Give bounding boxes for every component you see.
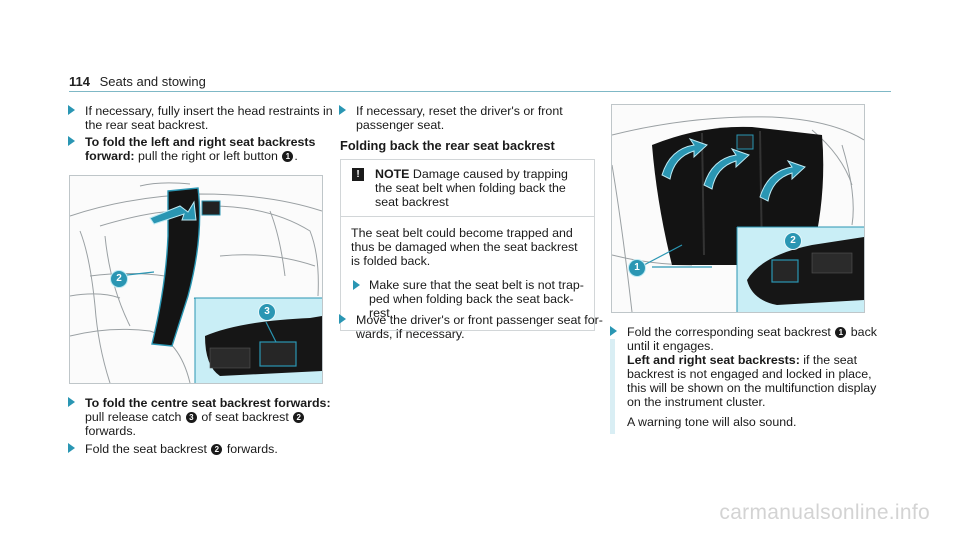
- step-arrow-icon: [68, 443, 75, 453]
- callout-1: 1: [835, 327, 847, 338]
- note-body: The seat belt could become trapped and t…: [341, 217, 594, 330]
- step-arrow-icon: [353, 280, 360, 290]
- callout-2: 2: [211, 444, 223, 455]
- running-header: 114 Seats and stowing: [69, 74, 206, 89]
- figure-rear-seat-centre-backrest: 2 3: [69, 175, 323, 384]
- seat-illustration: [612, 105, 864, 312]
- warning-icon: !: [352, 168, 364, 181]
- note-label: NOTE: [375, 167, 410, 181]
- step-fold-centre: To fold the centre seat backrest for­war…: [68, 396, 335, 438]
- step-arrow-icon: [610, 326, 617, 336]
- step-reset-seat: If necessary, reset the driver's or fron…: [339, 104, 606, 132]
- note-box: ! NOTE Damage caused by trapping the sea…: [340, 159, 595, 331]
- warning-tone-text: A warning tone will also sound.: [627, 415, 797, 429]
- step-heading: To fold the centre seat backrest for­war…: [85, 396, 331, 410]
- step-heading: To fold the left and right seat backrest…: [85, 135, 316, 163]
- note-header: ! NOTE Damage caused by trapping the sea…: [341, 160, 594, 217]
- header-rule: [69, 91, 891, 92]
- callout-2: 2: [293, 412, 305, 423]
- figure-rear-seat-fold-back: 1 2: [611, 104, 865, 313]
- step-move-seat-forward: Move the driver's or front passenger sea…: [339, 313, 606, 341]
- note-title: Damage caused by trapping the seat belt …: [375, 167, 568, 209]
- step-fold-back-backrest: Fold the corresponding seat backrest 1 b…: [610, 325, 879, 434]
- step-insert-head-restraints: If necessary, fully insert the head rest…: [68, 104, 335, 132]
- step-arrow-icon: [68, 105, 75, 115]
- callout-1: 1: [628, 259, 646, 277]
- note-step: Make sure that the seat belt is not trap…: [351, 278, 586, 320]
- step-arrow-icon: [339, 314, 346, 324]
- seat-illustration: [70, 176, 322, 383]
- watermark: carmanualsonline.info: [719, 501, 930, 524]
- step-fold-backrest: Fold the seat backrest 2 forwards.: [68, 442, 335, 456]
- section-title: Folding back the rear seat backrest: [340, 138, 555, 153]
- step-arrow-icon: [68, 397, 75, 407]
- step-arrow-icon: [68, 136, 75, 146]
- step-heading: Left and right seat backrests:: [627, 353, 800, 367]
- step-fold-left-right: To fold the left and right seat backrest…: [68, 135, 335, 163]
- page-number: 114: [69, 74, 90, 89]
- step-arrow-icon: [339, 105, 346, 115]
- callout-1: 1: [282, 151, 294, 162]
- step-strip: [610, 339, 615, 434]
- note-text: The seat belt could become trapped and t…: [351, 226, 578, 268]
- section-name: Seats and stowing: [99, 74, 206, 89]
- callout-3: 3: [185, 412, 197, 423]
- callout-2: 2: [784, 232, 802, 250]
- callout-2: 2: [110, 270, 128, 288]
- callout-3: 3: [258, 303, 276, 321]
